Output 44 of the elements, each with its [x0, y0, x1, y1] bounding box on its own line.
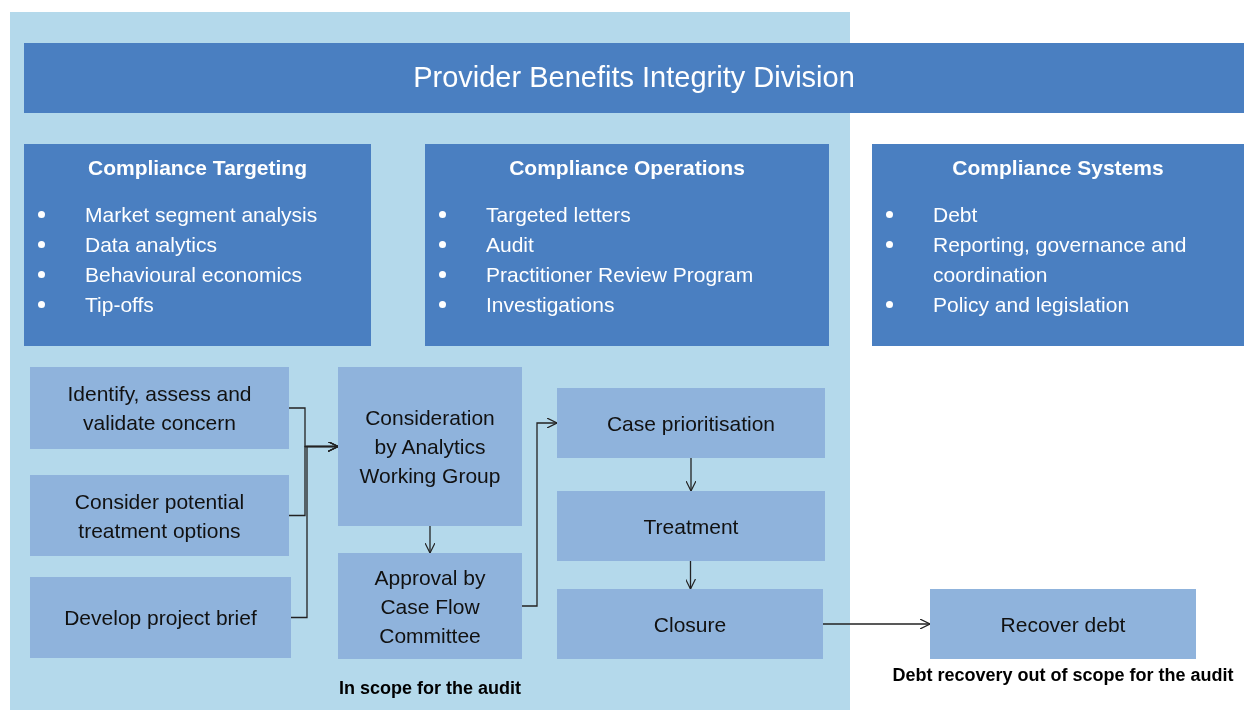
arrow: [290, 440, 339, 619]
arrow: [521, 417, 558, 607]
bullet-item: Reporting, governance and coordination: [933, 231, 1188, 288]
category-box: [24, 144, 371, 346]
bullet-item: Practitioner Review Program: [486, 261, 754, 288]
bullet-item: Targeted letters: [486, 201, 631, 228]
process-box: [557, 388, 825, 458]
bullet-item: Policy and legislation: [933, 291, 1130, 318]
step-text: Recover debt: [1000, 611, 1126, 638]
step-text: Case prioritisation: [606, 410, 776, 437]
bullet-item: Market segment analysis: [85, 201, 318, 228]
process-box: [557, 589, 823, 659]
step-text: Closure: [653, 611, 727, 638]
bullet-item: Debt: [933, 201, 978, 228]
arrow: [822, 618, 931, 630]
step-text: Treatment: [643, 513, 739, 540]
process-box: [338, 553, 522, 659]
step-text: Approval by Case Flow Committee: [373, 564, 487, 649]
category-heading: Compliance Targeting: [87, 155, 308, 181]
process-box: [30, 475, 289, 556]
process-box: [30, 367, 289, 449]
panel-caption: In scope for the audit: [338, 677, 522, 700]
category-box: [425, 144, 829, 346]
title-bar: [24, 43, 1244, 113]
bullet-item: Investigations: [486, 291, 615, 318]
category-heading: Compliance Operations: [508, 155, 746, 181]
bullet-item: Behavioural economics: [85, 261, 303, 288]
bullet-item: Data analytics: [85, 231, 217, 258]
step-text: Develop project brief: [64, 605, 257, 631]
step-text: Identify, assess and validate concern: [66, 381, 253, 436]
process-box: [30, 577, 291, 658]
arrow: [685, 457, 697, 492]
title-text: Provider Benefits Integrity Division: [413, 60, 855, 96]
arrow: [684, 560, 697, 590]
step-text: Consider potential treatment options: [73, 488, 246, 544]
node-caption: Debt recovery out of scope for the audit: [891, 664, 1235, 687]
process-box: [557, 491, 825, 561]
bullet-item: Audit: [486, 231, 534, 258]
step-text: Consideration by Analytics Working Group: [358, 405, 502, 489]
arrow: [424, 525, 436, 554]
category-heading: Compliance Systems: [951, 155, 1165, 181]
category-box: [872, 144, 1244, 346]
bullet-item: Tip-offs: [85, 291, 154, 318]
process-box: [338, 367, 522, 526]
